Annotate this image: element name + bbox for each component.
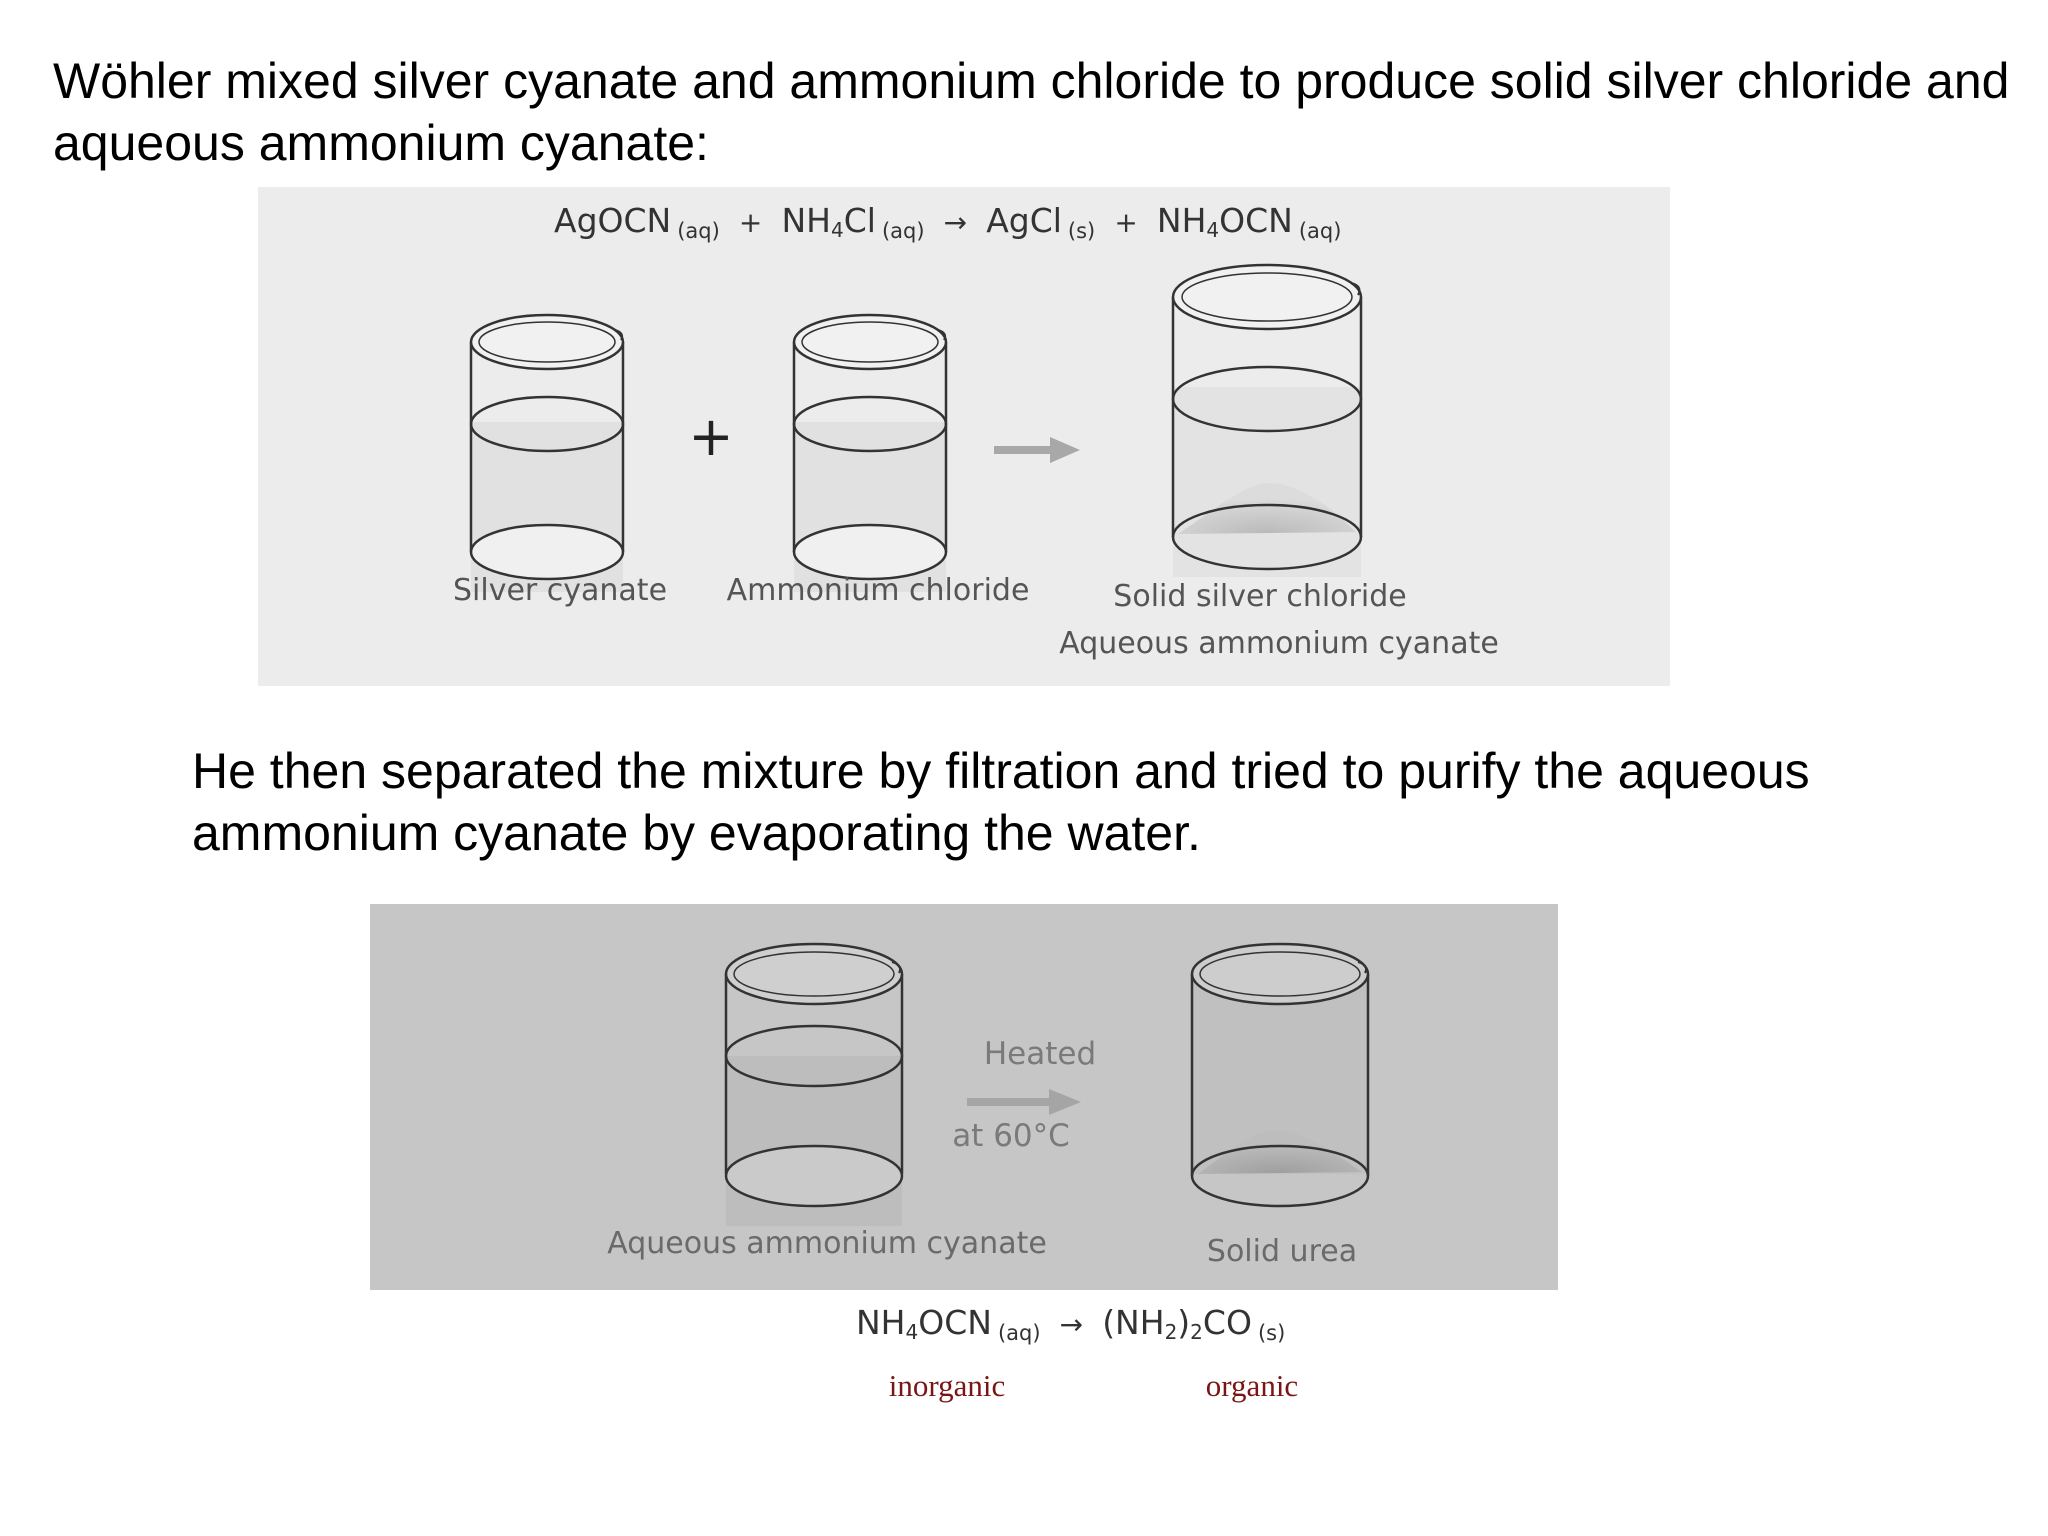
plus-sign: + xyxy=(738,206,763,239)
reaction-equation-2: NH4OCN(aq) → (NH2)2CO(s) xyxy=(856,1303,1285,1345)
product-2-state: (aq) xyxy=(1298,219,1342,243)
label-ammonium-chloride: Ammonium chloride xyxy=(726,573,1030,608)
temperature-label: at 60°C xyxy=(952,1118,1070,1154)
label-solid-urea: Solid urea xyxy=(1206,1234,1358,1269)
product-1-state: (s) xyxy=(1067,219,1096,243)
beaker-silver-cyanate xyxy=(469,313,625,592)
product-2-formula: NH4OCN xyxy=(1156,201,1293,242)
label-aqueous-ammonium-cyanate: Aqueous ammonium cyanate xyxy=(607,1226,1047,1261)
beaker-ammonium-chloride xyxy=(792,313,948,592)
intro-paragraph: Wöhler mixed silver cyanate and ammonium… xyxy=(53,53,2010,171)
beaker-aqueous-ammonium-cyanate xyxy=(724,942,904,1226)
reactant-state: (aq) xyxy=(997,1321,1041,1345)
label-solid-silver-chloride: Solid silver chloride xyxy=(1113,579,1407,614)
heated-label: Heated xyxy=(984,1036,1096,1072)
plus-sign: + xyxy=(1114,206,1138,239)
reactant-formula: NH4OCN xyxy=(856,1303,992,1344)
product-1-formula: AgCl xyxy=(986,201,1062,240)
reaction-panel-2: Heated at 60°C Aqueous ammonium cyanate … xyxy=(370,904,1558,1290)
reaction-arrow: → xyxy=(1059,1308,1084,1341)
step-2-paragraph: He then separated the mixture by filtrat… xyxy=(192,743,1810,861)
label-aqueous-ammonium-cyanate: Aqueous ammonium cyanate xyxy=(1059,626,1499,661)
reactant-2-state: (aq) xyxy=(881,219,925,243)
panel-2-illustration: Heated at 60°C xyxy=(724,942,1370,1226)
label-silver-cyanate: Silver cyanate xyxy=(452,573,668,608)
reaction-equation-1: AgOCN(aq) + NH4Cl(aq) → AgCl(s) + NH4OCN… xyxy=(554,201,1341,243)
inorganic-label: inorganic xyxy=(888,1368,1006,1403)
reactant-1-formula: AgOCN xyxy=(554,201,672,240)
reaction-arrow: → xyxy=(943,206,968,239)
reactant-1-state: (aq) xyxy=(677,219,720,243)
product-formula: (NH2)2CO xyxy=(1102,1303,1252,1344)
plus-sign: + xyxy=(688,405,733,468)
panel-1-illustration: + xyxy=(469,263,1363,592)
organic-label: organic xyxy=(1205,1368,1299,1403)
beaker-solid-urea xyxy=(1190,942,1370,1208)
product-state: (s) xyxy=(1257,1321,1286,1345)
beaker-products xyxy=(1171,263,1363,577)
heating-arrow-icon xyxy=(967,1089,1081,1115)
reactant-2-formula: NH4Cl xyxy=(781,201,876,242)
reaction-arrow-icon xyxy=(994,437,1080,463)
reaction-panel-1: AgOCN(aq) + NH4Cl(aq) → AgCl(s) + NH4OCN… xyxy=(258,187,1670,686)
